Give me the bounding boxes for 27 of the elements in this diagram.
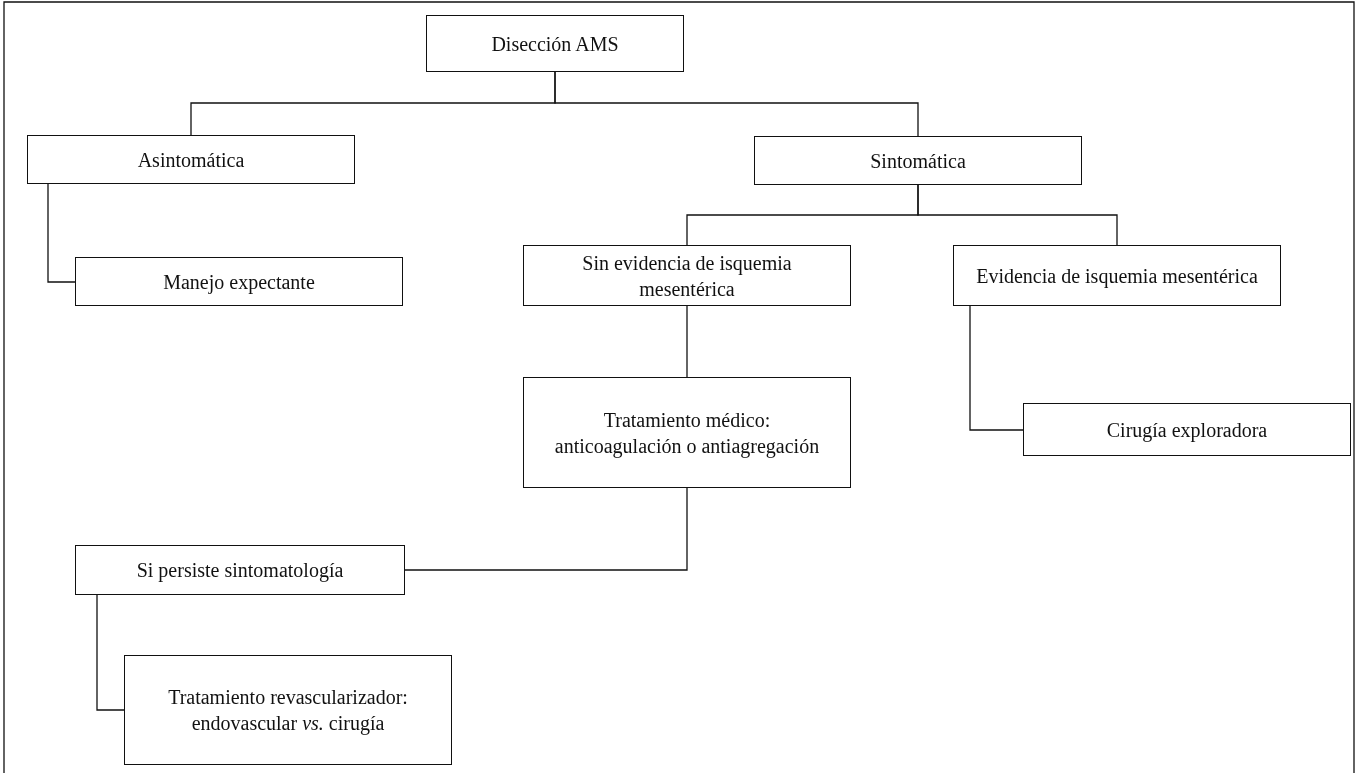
process-box bbox=[1023, 403, 1351, 456]
connector-line bbox=[96, 594, 125, 711]
box-label: Evidencia de isquemia mesentérica bbox=[976, 263, 1258, 289]
process-box bbox=[754, 136, 1082, 185]
process-box bbox=[75, 545, 405, 595]
process-box bbox=[75, 257, 403, 306]
box-label: Cirugía exploradora bbox=[1106, 417, 1268, 443]
box-label: Asintomática bbox=[137, 147, 245, 173]
box-label: Sintomática bbox=[870, 148, 966, 174]
connector-line bbox=[917, 184, 1118, 246]
process-box bbox=[426, 15, 684, 72]
box-label: Tratamiento revascularizador: endovascular vs. cirugía bbox=[167, 685, 409, 736]
connector-line bbox=[554, 71, 919, 137]
process-box bbox=[124, 655, 452, 765]
box-label: Manejo expectante bbox=[163, 269, 315, 295]
connector-line bbox=[686, 305, 688, 378]
box-label: Sin evidencia de isquemia mesentérica bbox=[581, 250, 793, 302]
process-box bbox=[523, 377, 851, 488]
box-label: Disección AMS bbox=[491, 31, 619, 57]
process-box bbox=[27, 135, 355, 184]
box-label: Tratamiento médico: anticoagulación o antiagregación bbox=[553, 407, 821, 459]
process-box bbox=[953, 245, 1281, 306]
connector-line bbox=[969, 305, 1024, 431]
process-box bbox=[523, 245, 851, 306]
connector-line bbox=[47, 183, 76, 283]
box-label: Si persiste sintomatología bbox=[136, 558, 344, 583]
connector-line bbox=[404, 487, 688, 571]
